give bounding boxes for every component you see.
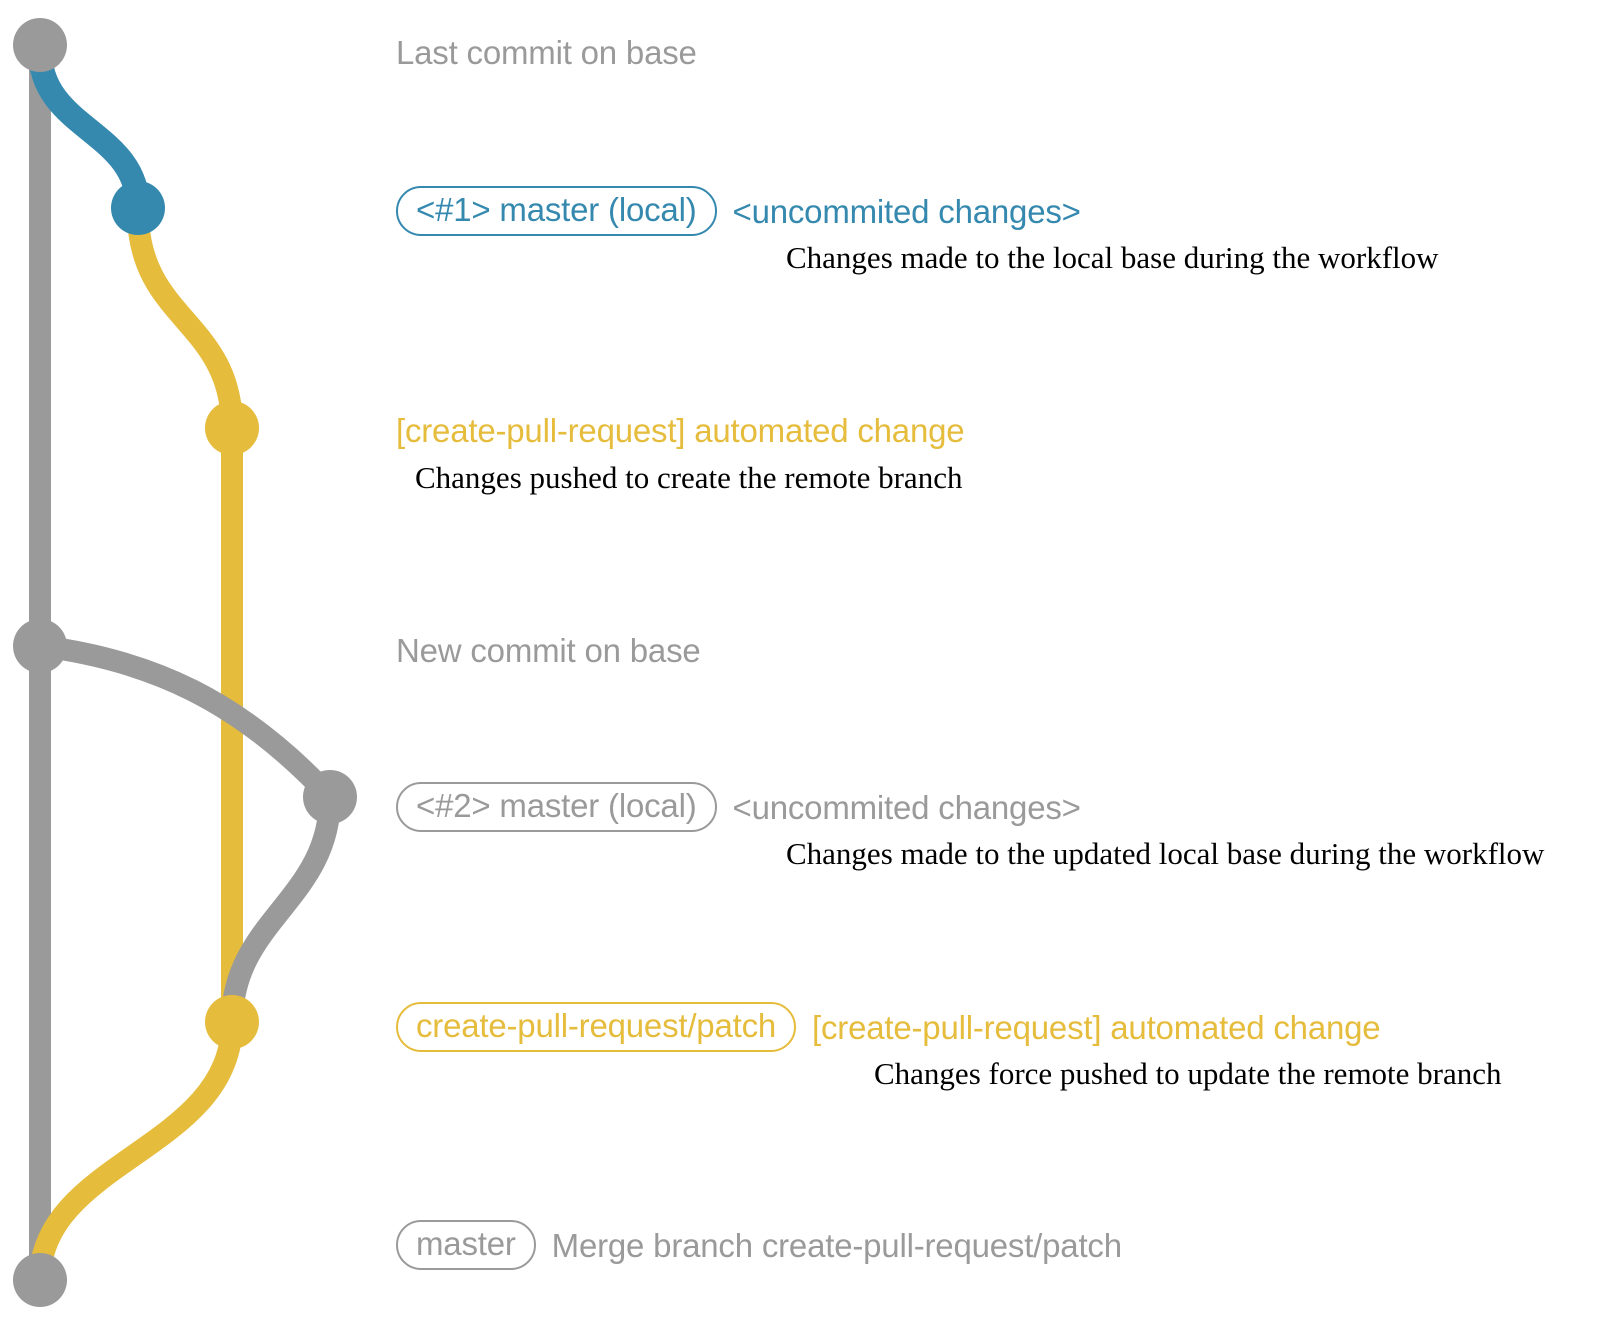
branch-pill-master-local-1[interactable]: <#1> master (local) bbox=[396, 186, 717, 236]
branch-pill-master-local-2[interactable]: <#2> master (local) bbox=[396, 782, 717, 832]
row-master-merge: master Merge branch create-pull-request/… bbox=[396, 1220, 1122, 1270]
branch-line-patch-upper bbox=[127, 201, 243, 439]
description-create-pull-request-patch: Changes force pushed to update the remot… bbox=[874, 1056, 1502, 1091]
row-master-local-2: <#2> master (local) <uncommited changes> bbox=[396, 782, 1081, 832]
description-master-local-2: Changes made to the updated local base d… bbox=[786, 836, 1545, 871]
branch-line-local-blue bbox=[28, 38, 150, 220]
commit-message-master-local-1: <uncommited changes> bbox=[732, 192, 1081, 230]
commit-node-patch-1[interactable] bbox=[205, 401, 259, 455]
commit-node-local-1[interactable] bbox=[111, 181, 165, 235]
description-automated-change-1: Changes pushed to create the remote bran… bbox=[415, 460, 963, 495]
branch-pill-master[interactable]: master bbox=[396, 1220, 536, 1270]
commit-node-patch-2[interactable] bbox=[205, 995, 259, 1049]
commit-node-base-merge[interactable] bbox=[13, 1253, 67, 1307]
commit-graph bbox=[13, 18, 357, 1307]
branch-line-local2-out bbox=[29, 635, 341, 808]
headline-new-commit-on-base: New commit on base bbox=[396, 632, 701, 669]
branch-pill-create-pull-request-patch[interactable]: create-pull-request/patch bbox=[396, 1002, 797, 1052]
branch-line-local2-in bbox=[221, 786, 341, 1033]
commit-message-master-local-2: <uncommited changes> bbox=[732, 788, 1081, 826]
commit-message-master-merge: Merge branch create-pull-request/patch bbox=[551, 1226, 1122, 1264]
row-create-pull-request-patch: create-pull-request/patch [create-pull-r… bbox=[396, 1002, 1381, 1052]
commit-node-base-new[interactable] bbox=[13, 619, 67, 673]
branch-line-patch-merge bbox=[29, 1011, 243, 1291]
description-master-local-1: Changes made to the local base during th… bbox=[786, 240, 1439, 275]
commit-message-create-pull-request-patch: [create-pull-request] automated change bbox=[812, 1008, 1381, 1046]
commit-node-base-last[interactable] bbox=[13, 18, 67, 72]
headline-automated-change-1: [create-pull-request] automated change bbox=[396, 412, 965, 449]
row-master-local-1: <#1> master (local) <uncommited changes> bbox=[396, 186, 1081, 236]
headline-last-commit-on-base: Last commit on base bbox=[396, 34, 697, 71]
commit-node-local-2[interactable] bbox=[303, 770, 357, 824]
